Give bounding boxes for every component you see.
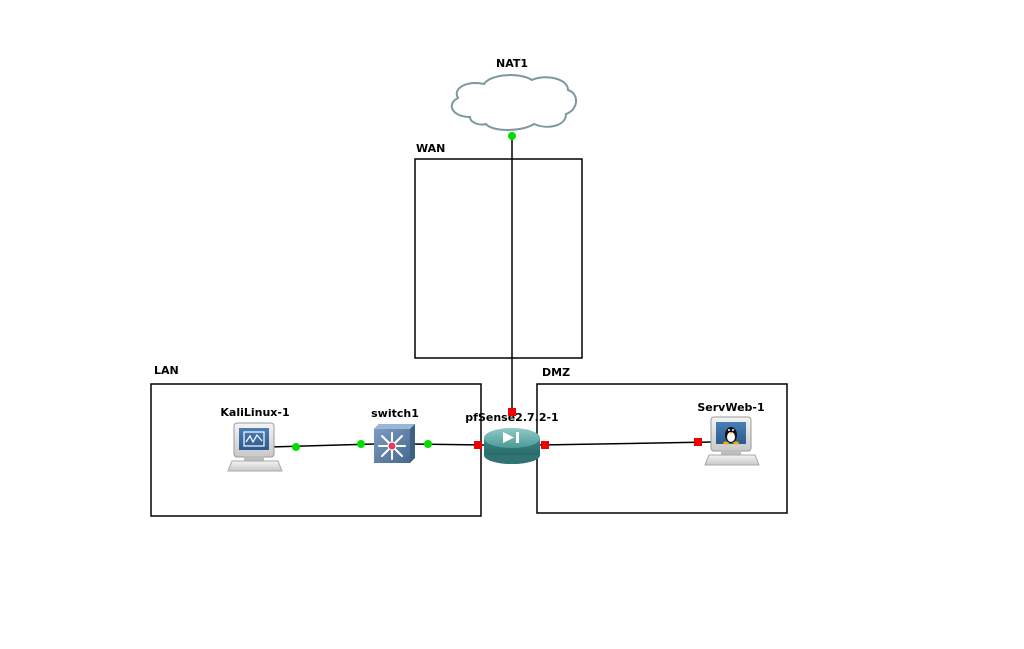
port-status-down[interactable] [541, 441, 549, 449]
router-icon [484, 428, 540, 464]
link-pfsense-servweb[interactable] [539, 441, 713, 446]
node-kalilinux[interactable]: KaliLinux-1 [220, 406, 290, 472]
zone-wan[interactable]: WAN [414, 142, 583, 359]
port-status-down[interactable] [474, 441, 482, 449]
kali-workstation-icon [227, 422, 283, 472]
port-indicators [292, 132, 702, 451]
ethernet-switch-icon [374, 424, 415, 463]
zone-dmz-label: DMZ [542, 366, 570, 379]
linux-workstation-icon [704, 416, 760, 466]
node-servweb-label: ServWeb-1 [697, 401, 764, 414]
node-switch1[interactable]: switch1 [371, 407, 419, 463]
port-status-up[interactable] [508, 132, 516, 140]
zone-lan-label: LAN [154, 364, 179, 377]
zone-lan[interactable]: LAN [150, 364, 482, 517]
link-kali-switch[interactable] [269, 443, 375, 448]
node-nat1[interactable]: NAT1 [450, 57, 577, 131]
node-servweb[interactable]: ServWeb-1 [697, 401, 765, 466]
port-status-up[interactable] [357, 440, 365, 448]
zone-wan-label: WAN [416, 142, 445, 155]
node-pfsense[interactable]: pfSense2.7.2-1 [465, 411, 559, 464]
node-pfsense-label: pfSense2.7.2-1 [465, 411, 558, 424]
port-status-down[interactable] [694, 438, 702, 446]
port-status-down[interactable] [508, 408, 516, 416]
port-status-up[interactable] [424, 440, 432, 448]
port-status-up[interactable] [292, 443, 300, 451]
cloud-icon [450, 74, 577, 131]
node-kalilinux-label: KaliLinux-1 [220, 406, 289, 419]
link-switch-pfsense[interactable] [411, 443, 485, 446]
node-nat1-label: NAT1 [496, 57, 528, 70]
node-switch1-label: switch1 [371, 407, 419, 420]
links [269, 136, 713, 448]
